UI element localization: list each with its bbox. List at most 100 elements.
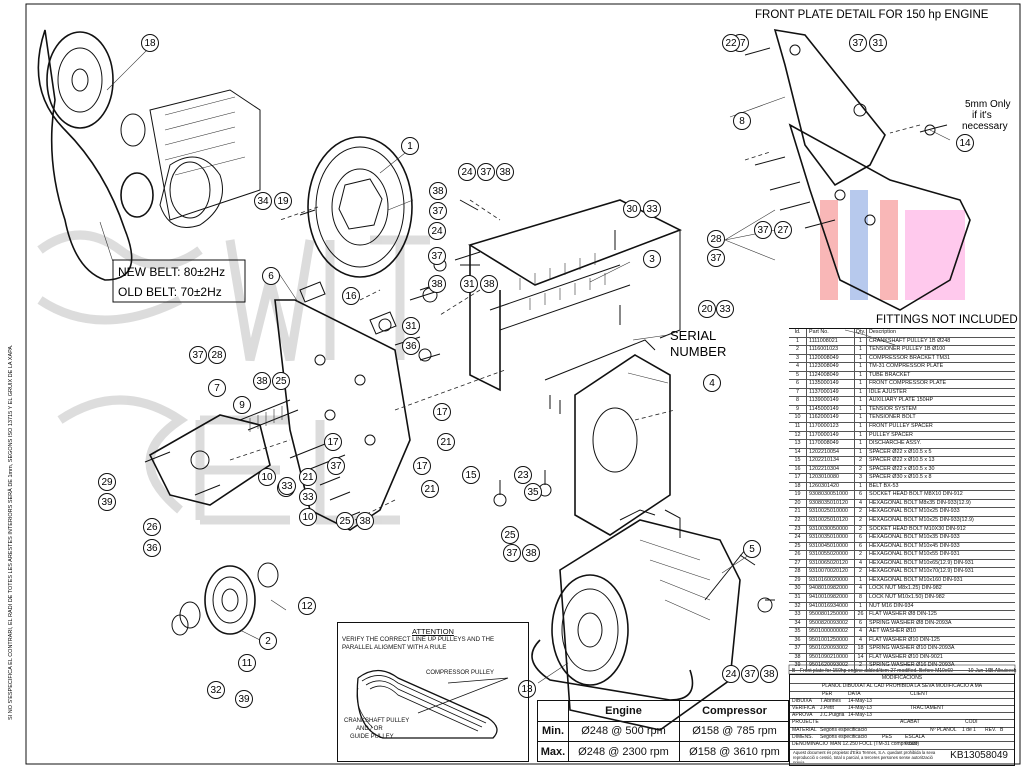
parts-cell-desc: IDLE AJUSTER	[869, 388, 907, 395]
parts-cell-part: 1116001023	[807, 346, 855, 354]
callout-34: 34	[254, 192, 272, 210]
callout-circle	[207, 681, 225, 699]
parts-cell-part: 1202210304	[807, 465, 855, 474]
callout-1: 1	[401, 137, 419, 155]
parts-cell-id: 6	[789, 380, 807, 388]
parts-cell-part: 9310025010000	[807, 508, 855, 517]
callout-circle	[299, 508, 317, 526]
callout-circle	[428, 275, 446, 293]
callout-38: 38	[496, 163, 514, 181]
callout-circle	[760, 665, 778, 683]
parts-cell-qty: 2	[855, 517, 867, 525]
callout-circle	[429, 202, 447, 220]
revision-date: 10-Jun-16	[968, 668, 991, 674]
callout-11: 11	[238, 654, 256, 672]
parts-cell-desc: COMPRESSOR BRACKET TM31	[869, 354, 950, 361]
callout-number: 9	[239, 400, 245, 411]
parts-cell-id: 29	[789, 576, 807, 585]
callout-number: 25	[275, 376, 287, 387]
revision-author: B.Albuixech	[990, 668, 1017, 674]
speed-col-engine: Engine	[605, 705, 642, 717]
callout-circle	[402, 317, 420, 335]
parts-cell-id: 30	[789, 585, 807, 593]
parts-cell-part: 9310045010000	[807, 542, 855, 551]
parts-cell-id: 11	[789, 423, 807, 431]
callout-19: 19	[274, 192, 292, 210]
side-note: SI NO S'ESPECIFICA EL CONTRARI, EL RADI …	[7, 344, 14, 720]
parts-cell-qty: 1	[855, 482, 867, 491]
parts-cell-desc: HEXAGONAL BOLT M10x45 DIN-933	[869, 542, 960, 549]
callout-number: 17	[416, 461, 428, 472]
watermark-color-block	[820, 190, 965, 300]
tb-prop: PLÀNOL DIBUIXAT AL CAD PROHIBIDA LA SEVA…	[790, 683, 1014, 692]
parts-cell-part: 1139000149	[807, 397, 855, 405]
parts-cell-qty: 6	[855, 491, 867, 499]
parts-cell-id: 4	[789, 363, 807, 371]
tb-pes: PES	[882, 734, 893, 740]
callout-10: 10	[299, 508, 317, 526]
callout-number: 4	[709, 378, 715, 389]
callout-number: 28	[211, 350, 223, 361]
callout-number: 29	[101, 477, 113, 488]
parts-list-header: Id. Part No. Qty. Description	[789, 329, 1015, 338]
crankshaft-pulley	[279, 136, 413, 278]
callout-number: 37	[852, 38, 864, 49]
parts-cell-desc: HEXAGONAL BOLT M10x70(12.9) DIN-931	[869, 568, 974, 575]
tb-dibuixa-row: DIBUIXA T.Abrines 14-May-13	[790, 698, 1014, 706]
callout-circle	[413, 457, 431, 475]
callout-8: 8	[733, 112, 751, 130]
parts-cell-desc: TENSIONER BOLT	[869, 414, 916, 421]
tb-dimens: DIMENS.	[792, 734, 813, 740]
callout-number: 38	[763, 669, 775, 680]
callout-circle	[741, 665, 759, 683]
revision-text: Front plate for 150hp engine added/item …	[800, 668, 953, 674]
col-part: Part No.	[807, 329, 855, 337]
tb-material-row: MATERIAL Segons especificació Nº PLÀNOL …	[790, 727, 1014, 735]
callout-number: 33	[646, 204, 658, 215]
parts-cell-desc: SPACER Ø22 x Ø10.5 x 5	[869, 448, 932, 455]
parts-cell-part: 9310160020000	[807, 576, 855, 585]
callout-5: 5	[743, 540, 761, 558]
tb-dibuixa-date: 14-May-13	[848, 698, 872, 704]
callout-circle	[643, 250, 661, 268]
tb-aprova-date: 14-May-13	[848, 712, 872, 718]
attention-crank-3: GUIDE PULLEY	[350, 734, 394, 740]
tb-acabat: ACABAT	[900, 719, 920, 725]
tb-verifica-per: J.Petit	[820, 705, 834, 711]
callout-number: 38	[256, 376, 268, 387]
callout-circle	[141, 34, 159, 52]
parts-cell-desc: TUBE BRACKET	[869, 371, 911, 378]
callout-circle	[458, 163, 476, 181]
idle-adjuster	[148, 399, 299, 506]
parts-cell-part: 9501620093002	[807, 662, 855, 670]
parts-cell-desc: FLAT WASHER Ø10 DIN-125	[869, 636, 940, 643]
callout-circle	[428, 222, 446, 240]
callout-number: 37	[757, 225, 769, 236]
callout-number: 37	[330, 461, 342, 472]
parts-cell-part: 9310030050000	[807, 525, 855, 534]
parts-cell-id: 31	[789, 593, 807, 602]
tb-head-row: PER DATA CLIENT	[790, 691, 1014, 699]
callout-circle	[274, 192, 292, 210]
callout-37: 37	[189, 346, 207, 364]
callout-number: 31	[463, 279, 475, 290]
tb-projecte: PROJECTE	[792, 719, 819, 725]
callout-circle	[722, 665, 740, 683]
alignment-sketch	[356, 669, 509, 739]
parts-cell-qty: 2	[855, 525, 867, 534]
callout-17: 17	[413, 457, 431, 475]
callout-circle	[356, 512, 374, 530]
parts-cell-desc: TENSIOR SYSTEM	[869, 405, 917, 412]
parts-cell-desc: HEXAGONAL BOLT M10x160 DIN-931	[869, 576, 963, 583]
speed-max-comp: Ø158 @ 3610 rpm	[689, 745, 780, 758]
callout-37: 37	[754, 221, 772, 239]
callout-number: 37	[734, 38, 746, 49]
callout-number: 38	[499, 167, 511, 178]
parts-cell-desc: HEXAGONAL BOLT M10x25 DIN-933	[869, 508, 960, 515]
callout-28: 28	[707, 230, 725, 248]
parts-cell-qty: 2	[855, 551, 867, 559]
